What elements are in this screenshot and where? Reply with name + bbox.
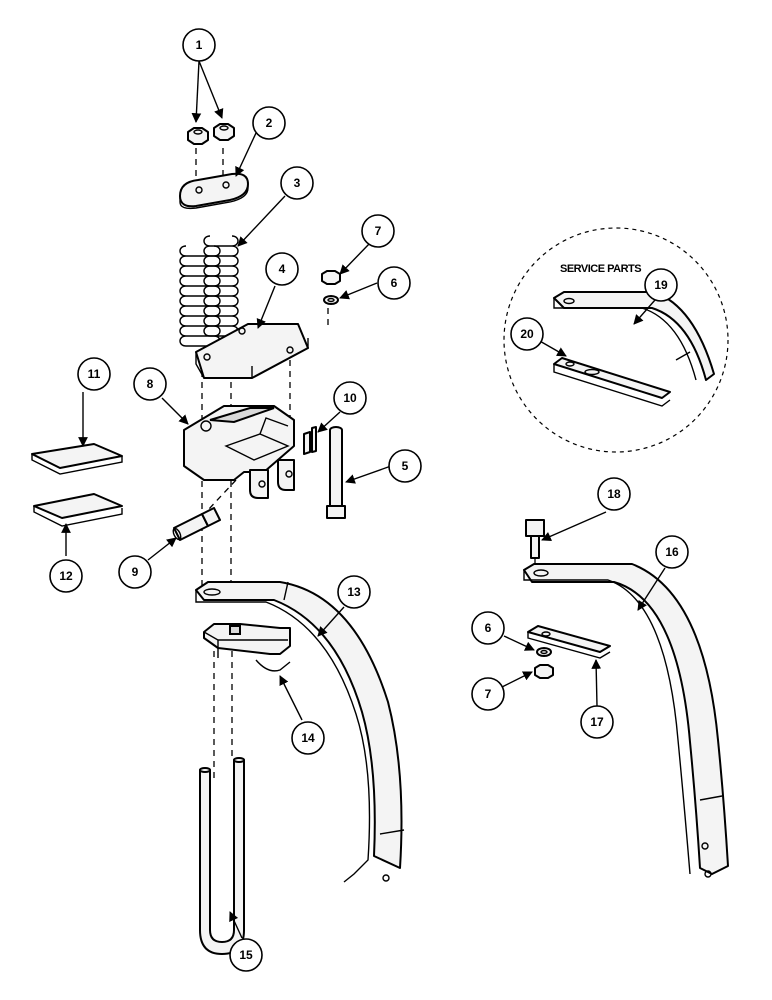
callout-11: 11 [77, 357, 111, 391]
svg-text:8: 8 [147, 377, 154, 391]
svg-text:17: 17 [590, 715, 604, 729]
svg-text:14: 14 [301, 731, 315, 745]
part-bolt [326, 426, 346, 519]
callout-1: 1 [182, 28, 216, 62]
svg-text:2: 2 [266, 116, 273, 130]
part-shaft [172, 507, 221, 541]
part-clamp [203, 623, 291, 672]
svg-text:10: 10 [343, 391, 357, 405]
svg-text:3: 3 [294, 176, 301, 190]
callout-15: 15 [229, 938, 263, 972]
part-pin [303, 426, 317, 455]
svg-text:16: 16 [665, 545, 679, 559]
leader-lines [61, 60, 666, 939]
part-shear-bar [527, 625, 611, 659]
callout-8: 8 [133, 367, 167, 401]
callout-3: 3 [280, 166, 314, 200]
part-shank-left [195, 581, 405, 883]
part-bolt-right [525, 519, 545, 570]
callout-6-upper: 6 [377, 266, 411, 300]
callout-14: 14 [291, 721, 325, 755]
part-plate [179, 172, 249, 210]
callout-16: 16 [655, 535, 689, 569]
callout-12: 12 [49, 559, 83, 593]
callout-5: 5 [388, 449, 422, 483]
part-nuts [187, 123, 235, 145]
callout-13: 13 [337, 575, 371, 609]
svg-text:5: 5 [402, 459, 409, 473]
svg-text:19: 19 [654, 278, 668, 292]
part-pad-lower [33, 493, 123, 527]
svg-text:7: 7 [485, 687, 492, 701]
service-parts-detail: SERVICE PARTS [503, 227, 729, 453]
callout-7-upper: 7 [361, 214, 395, 248]
part-cover-plate [195, 323, 309, 379]
part-springs [179, 235, 239, 347]
callout-2: 2 [252, 106, 286, 140]
callout-20: 20 [510, 317, 544, 351]
part-u-bolt [199, 757, 245, 955]
callout-10: 10 [333, 381, 367, 415]
part-pad-upper [31, 443, 123, 475]
part-bracket [183, 405, 295, 499]
part-shank-right [523, 563, 729, 878]
callout-19: 19 [644, 268, 678, 302]
svg-text:6: 6 [391, 276, 398, 290]
part-nut-washer-lower [534, 647, 554, 679]
svg-text:6: 6 [485, 621, 492, 635]
callout-17: 17 [580, 705, 614, 739]
callout-4: 4 [265, 252, 299, 286]
svg-text:20: 20 [520, 327, 534, 341]
svg-text:1: 1 [196, 38, 203, 52]
svg-text:11: 11 [88, 367, 101, 381]
svg-text:13: 13 [347, 585, 361, 599]
callout-6-lower: 6 [471, 611, 505, 645]
svg-text:4: 4 [279, 262, 286, 276]
svg-text:15: 15 [239, 948, 253, 962]
svg-text:12: 12 [59, 569, 73, 583]
callout-7-lower: 7 [471, 677, 505, 711]
svg-text:7: 7 [375, 224, 382, 238]
svg-text:18: 18 [607, 487, 621, 501]
callout-18: 18 [597, 477, 631, 511]
callout-9: 9 [118, 555, 152, 589]
service-parts-caption: SERVICE PARTS [560, 263, 641, 275]
svg-text:9: 9 [132, 565, 139, 579]
part-nut-washer-upper [321, 270, 341, 305]
